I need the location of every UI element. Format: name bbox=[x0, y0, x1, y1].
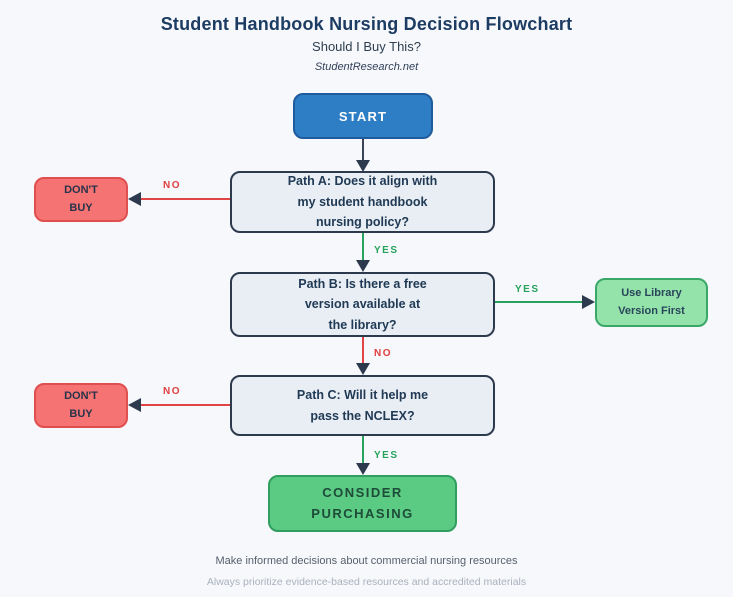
edge-b-to-library-arrowhead-icon bbox=[582, 295, 595, 309]
path-a-question-node: Path A: Does it align with my student ha… bbox=[230, 171, 495, 233]
edge-b-to-library-line bbox=[495, 301, 582, 303]
edge-b-to-c-label: NO bbox=[374, 348, 392, 359]
page-subtitle: Should I Buy This? bbox=[312, 39, 421, 54]
edge-start-to-a-line bbox=[362, 139, 364, 162]
edge-a-to-b-arrowhead-icon bbox=[356, 260, 370, 272]
edge-b-to-c-line bbox=[362, 337, 364, 364]
dont-buy-node-1: DON'T BUY bbox=[34, 177, 128, 222]
edge-a-to-dontbuy-line bbox=[140, 198, 230, 200]
use-library-node: Use Library Version First bbox=[595, 278, 708, 327]
edge-a-to-b-label: YES bbox=[374, 245, 399, 256]
dont-buy-node-2: DON'T BUY bbox=[34, 383, 128, 428]
edge-b-to-c-arrowhead-icon bbox=[356, 363, 370, 375]
start-node: START bbox=[293, 93, 433, 139]
source-attribution: StudentResearch.net bbox=[314, 61, 419, 73]
edge-b-to-library-label: YES bbox=[515, 284, 540, 295]
page-title: Student Handbook Nursing Decision Flowch… bbox=[160, 14, 573, 34]
edge-a-to-b-line bbox=[362, 233, 364, 261]
edge-a-to-dontbuy-label: NO bbox=[163, 180, 181, 191]
edge-c-to-consider-label: YES bbox=[374, 450, 399, 461]
footer-note-primary: Make informed decisions about commercial… bbox=[215, 555, 518, 567]
edge-c-to-dontbuy-arrowhead-icon bbox=[128, 398, 141, 412]
edge-c-to-dontbuy-label: NO bbox=[163, 386, 181, 397]
edge-start-to-a-arrowhead-icon bbox=[356, 160, 370, 172]
edge-c-to-dontbuy-line bbox=[140, 404, 230, 406]
edge-a-to-dontbuy-arrowhead-icon bbox=[128, 192, 141, 206]
path-c-question-node: Path C: Will it help me pass the NCLEX? bbox=[230, 375, 495, 436]
edge-c-to-consider-line bbox=[362, 436, 364, 464]
footer-note-secondary: Always prioritize evidence-based resourc… bbox=[206, 576, 527, 588]
path-b-question-node: Path B: Is there a free version availabl… bbox=[230, 272, 495, 337]
consider-purchasing-node: CONSIDER PURCHASING bbox=[268, 475, 457, 532]
edge-c-to-consider-arrowhead-icon bbox=[356, 463, 370, 475]
